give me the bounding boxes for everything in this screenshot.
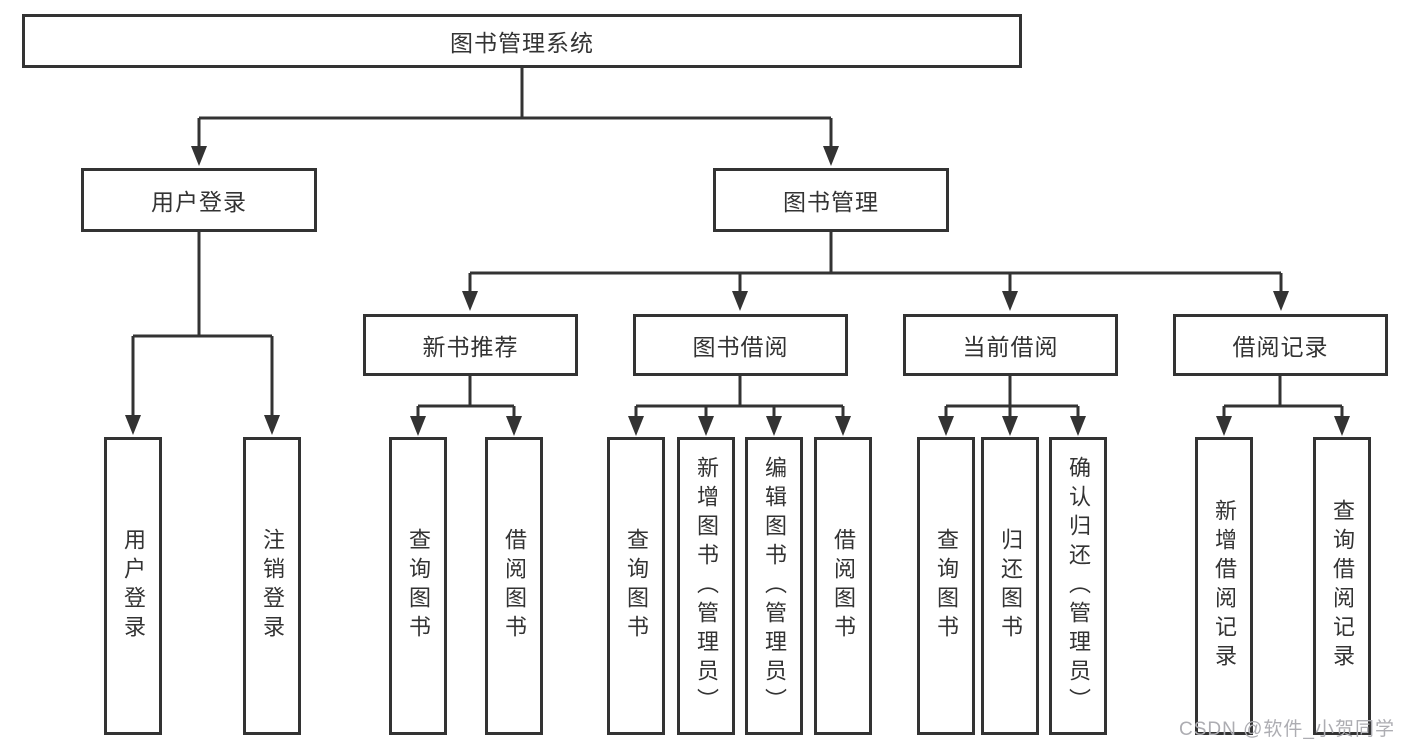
node-user-login: 用户登录 [81, 168, 317, 232]
leaf-user-login: 用户登录 [104, 437, 162, 735]
leaf-query-books-borrowing: 查询图书 [607, 437, 665, 735]
node-book-management: 图书管理 [713, 168, 949, 232]
watermark: CSDN @软件_小贺同学 [1179, 719, 1395, 740]
leaf-confirm-return-admin: 确认归还（管理员） [1049, 437, 1107, 735]
leaf-borrow-books-borrowing: 借阅图书 [814, 437, 872, 735]
leaf-query-borrow-record: 查询借阅记录 [1313, 437, 1371, 735]
leaf-borrow-books-recommend: 借阅图书 [485, 437, 543, 735]
leaf-edit-books-admin: 编辑图书（管理员） [745, 437, 803, 735]
leaf-add-borrow-record: 新增借阅记录 [1195, 437, 1253, 735]
leaf-add-books-admin: 新增图书（管理员） [677, 437, 735, 735]
node-new-book-recommend: 新书推荐 [363, 314, 578, 376]
leaf-logout: 注销登录 [243, 437, 301, 735]
node-book-borrowing: 图书借阅 [633, 314, 848, 376]
leaf-query-books-current: 查询图书 [917, 437, 975, 735]
node-current-borrowing: 当前借阅 [903, 314, 1118, 376]
leaf-query-books-recommend: 查询图书 [389, 437, 447, 735]
node-borrowing-records: 借阅记录 [1173, 314, 1388, 376]
leaf-return-books: 归还图书 [981, 437, 1039, 735]
node-system-root: 图书管理系统 [22, 14, 1022, 68]
